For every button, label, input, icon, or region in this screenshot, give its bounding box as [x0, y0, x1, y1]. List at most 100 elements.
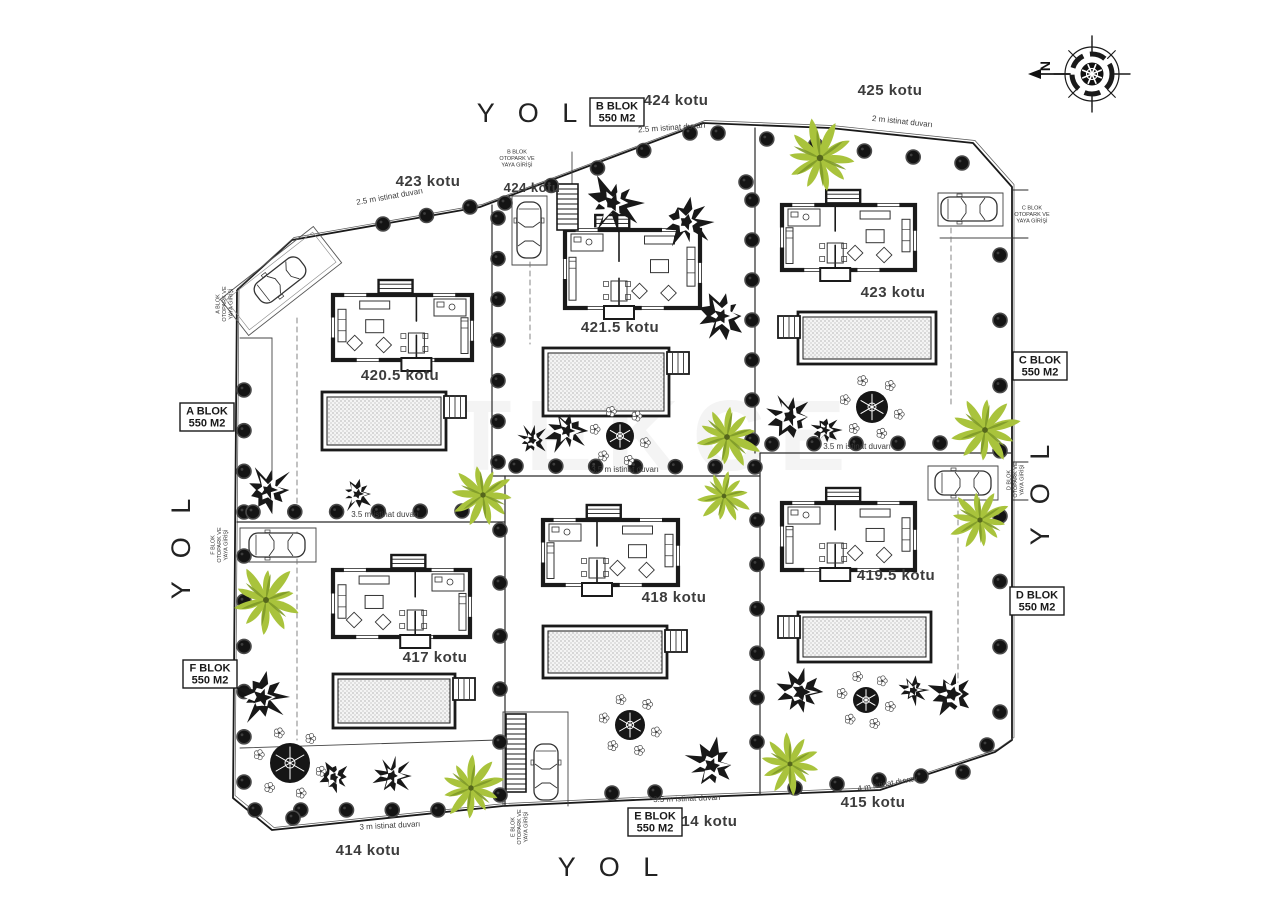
- palm-frond: [701, 425, 727, 438]
- palm-frond-dark: [241, 600, 266, 610]
- car-mirror: [541, 217, 545, 224]
- shrub: [744, 352, 760, 368]
- shrub-highlight: [917, 772, 921, 776]
- palm-frond: [471, 788, 486, 811]
- bathroom: [548, 523, 582, 542]
- flower-center: [309, 737, 312, 740]
- flower: [869, 718, 881, 729]
- window: [619, 582, 642, 588]
- shrub-dot: [492, 628, 508, 644]
- palm-frond: [246, 600, 266, 624]
- toilet: [551, 526, 560, 533]
- palm-trunk: [480, 492, 486, 498]
- shrub-dot: [375, 216, 391, 232]
- shrub-dot: [744, 192, 760, 208]
- kitchen-sink: [460, 320, 469, 329]
- shrub-highlight: [240, 643, 244, 646]
- elevation-label: 423 kotu: [861, 284, 926, 301]
- chair: [581, 571, 587, 577]
- window: [575, 227, 598, 233]
- shrub-highlight: [494, 214, 498, 218]
- tree-canopy: [385, 769, 398, 784]
- shrub: [682, 125, 698, 141]
- shrub-highlight: [810, 440, 814, 444]
- shrub-highlight: [291, 508, 295, 512]
- flower-center: [258, 753, 261, 756]
- palm-frond: [713, 474, 725, 496]
- shrub-highlight: [651, 788, 655, 792]
- shrub-highlight: [996, 382, 1000, 385]
- car-body: [533, 743, 559, 801]
- car-windshield: [517, 221, 541, 228]
- palm-frond: [953, 514, 980, 522]
- shrub-highlight: [240, 467, 244, 471]
- dining-bay: [819, 267, 852, 282]
- shrub: [992, 312, 1008, 329]
- shrub-dot: [856, 143, 873, 159]
- shrub-dot: [932, 435, 948, 451]
- flower-center: [843, 398, 846, 401]
- flower: [274, 727, 285, 739]
- flower: [852, 671, 863, 682]
- petal: [897, 408, 903, 414]
- flower-center: [888, 384, 891, 387]
- shrub: [744, 392, 760, 408]
- flower-center: [881, 679, 884, 682]
- car-mirror: [260, 271, 268, 279]
- shrub: [490, 332, 506, 348]
- armchair: [631, 282, 648, 300]
- shrub: [954, 155, 970, 171]
- shrub-highlight: [763, 135, 767, 139]
- petal: [848, 713, 854, 719]
- palm-frond: [469, 495, 484, 525]
- flower-center: [268, 786, 271, 789]
- shrub-dot: [370, 503, 387, 520]
- petal: [299, 787, 305, 793]
- shrub-highlight: [494, 295, 498, 299]
- deciduous-tree: [517, 424, 546, 452]
- shrub-dot: [913, 768, 929, 784]
- shrub-dot: [667, 458, 684, 475]
- elevation-label: 425 kotu: [858, 82, 923, 99]
- shrub-dot: [992, 247, 1008, 263]
- flower-center: [602, 717, 605, 720]
- entrance-label-line: A BLOK: [216, 294, 222, 314]
- shrub-dot: [508, 458, 524, 474]
- block-area: 550 M2: [189, 418, 226, 430]
- shrub-dot: [955, 764, 971, 780]
- entrance-label-line: YAYA GİRİŞİ: [1016, 218, 1048, 225]
- shrub-dot: [492, 522, 508, 538]
- window: [779, 227, 785, 248]
- car-mirror: [530, 759, 534, 766]
- bathroom: [787, 208, 821, 227]
- shrub-highlight: [894, 439, 898, 443]
- flower-center: [848, 718, 851, 721]
- car-rear-window: [979, 197, 986, 221]
- parking-bay-inner: [225, 231, 337, 331]
- villa-plan-A: [330, 278, 475, 372]
- armchair: [846, 244, 864, 262]
- chair: [399, 610, 406, 616]
- flower: [836, 688, 848, 699]
- palm-frond-dark: [984, 404, 990, 430]
- palm-frond-dark: [483, 480, 503, 495]
- kitchen-counter: [458, 592, 467, 631]
- shrub-dot: [328, 503, 345, 520]
- car-mirror: [956, 193, 963, 197]
- elevation-label: 421.5 kotu: [581, 319, 659, 336]
- car-mirror: [950, 495, 957, 499]
- palm-frond-dark: [978, 496, 981, 520]
- chair: [819, 243, 826, 249]
- shrub: [338, 802, 355, 818]
- elevation-label: 417 kotu: [403, 649, 468, 666]
- north-label: N: [1037, 61, 1053, 71]
- elevation-label: 414 kotu: [336, 842, 401, 859]
- block-label-border: [182, 659, 238, 689]
- flower-center: [619, 698, 622, 701]
- palm-frond-dark: [770, 752, 790, 764]
- car-body: [934, 470, 992, 496]
- north-arrow: [1028, 69, 1041, 79]
- window: [804, 267, 827, 273]
